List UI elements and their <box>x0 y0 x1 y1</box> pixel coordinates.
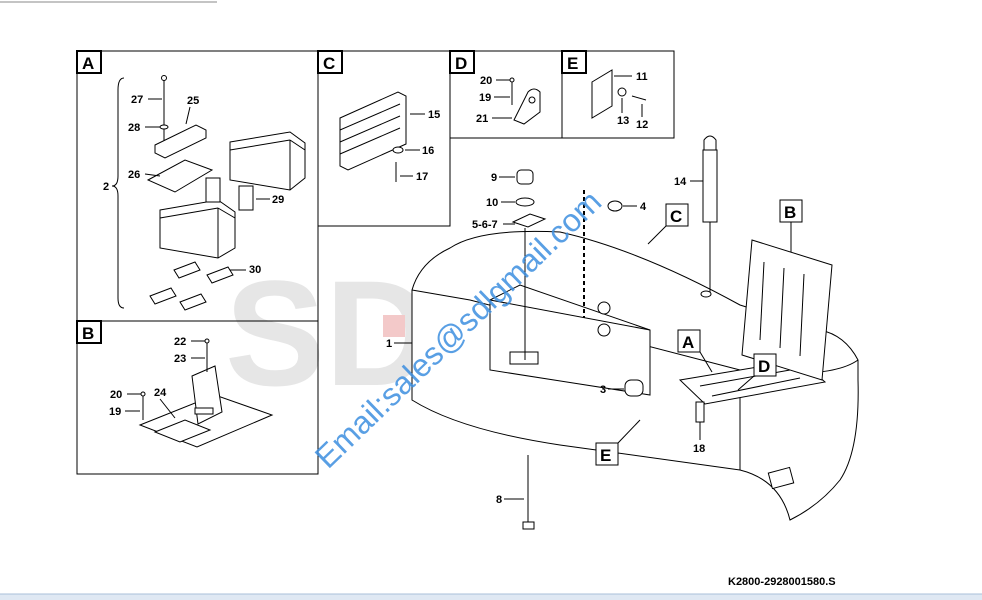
bottom-bar <box>0 594 982 600</box>
label-d-21: 21 <box>476 113 488 125</box>
callout-e: E <box>595 419 641 466</box>
panel-d: D 20 19 21 <box>449 50 563 139</box>
label-e-11: 11 <box>636 71 648 83</box>
panel-e-letter: E <box>567 54 578 73</box>
callout-c: C <box>647 203 689 245</box>
label-a-26: 26 <box>128 169 140 181</box>
svg-text:E: E <box>600 446 611 465</box>
label-b-19: 19 <box>109 406 121 418</box>
label-main-5-6-7: 5-6-7 <box>472 219 498 231</box>
label-e-12: 12 <box>636 119 648 131</box>
label-b-24: 24 <box>154 387 167 399</box>
label-main-18: 18 <box>693 443 705 455</box>
label-a-27: 27 <box>131 94 143 106</box>
panel-e: E 11 13 12 <box>561 50 675 139</box>
label-main-14: 14 <box>674 176 687 188</box>
panel-c: C 15 16 17 <box>317 50 451 227</box>
label-b-23: 23 <box>174 353 186 365</box>
label-b-20: 20 <box>110 389 122 401</box>
label-a-28: 28 <box>128 122 140 134</box>
panel-a: A 2 27 28 25 26 29 <box>76 50 319 322</box>
label-a-29: 29 <box>272 194 284 206</box>
reference-code: K2800-2928001580.S <box>728 576 836 588</box>
logo-red-square <box>383 315 405 337</box>
panel-d-letter: D <box>455 54 467 73</box>
label-c-16: 16 <box>422 145 434 157</box>
panel-c-letter: C <box>323 54 335 73</box>
callout-b: B <box>779 199 803 252</box>
label-d-19: 19 <box>479 92 491 104</box>
main-tank-view: C B A D E 9 10 5-6-7 4 <box>386 135 859 530</box>
svg-text:B: B <box>784 203 796 222</box>
label-d-20: 20 <box>480 75 492 87</box>
label-main-8: 8 <box>496 494 502 506</box>
label-main-1: 1 <box>386 338 392 350</box>
svg-text:A: A <box>682 333 694 352</box>
panel-b-letter: B <box>82 324 94 343</box>
callout-a: A <box>677 329 713 373</box>
label-main-3: 3 <box>600 384 606 396</box>
panel-a-letter: A <box>82 54 94 73</box>
label-e-13: 13 <box>617 115 629 127</box>
label-c-17: 17 <box>416 171 428 183</box>
panel-b: B 22 23 20 19 24 <box>76 320 319 475</box>
label-a-2: 2 <box>103 181 109 193</box>
svg-text:D: D <box>758 357 770 376</box>
label-main-10: 10 <box>486 197 498 209</box>
label-c-15: 15 <box>428 109 440 121</box>
svg-text:C: C <box>670 207 682 226</box>
label-b-22: 22 <box>174 336 186 348</box>
label-main-9: 9 <box>491 172 497 184</box>
label-a-30: 30 <box>249 264 261 276</box>
callout-d: D <box>737 353 777 391</box>
label-a-25: 25 <box>187 95 199 107</box>
label-main-4: 4 <box>640 201 647 213</box>
